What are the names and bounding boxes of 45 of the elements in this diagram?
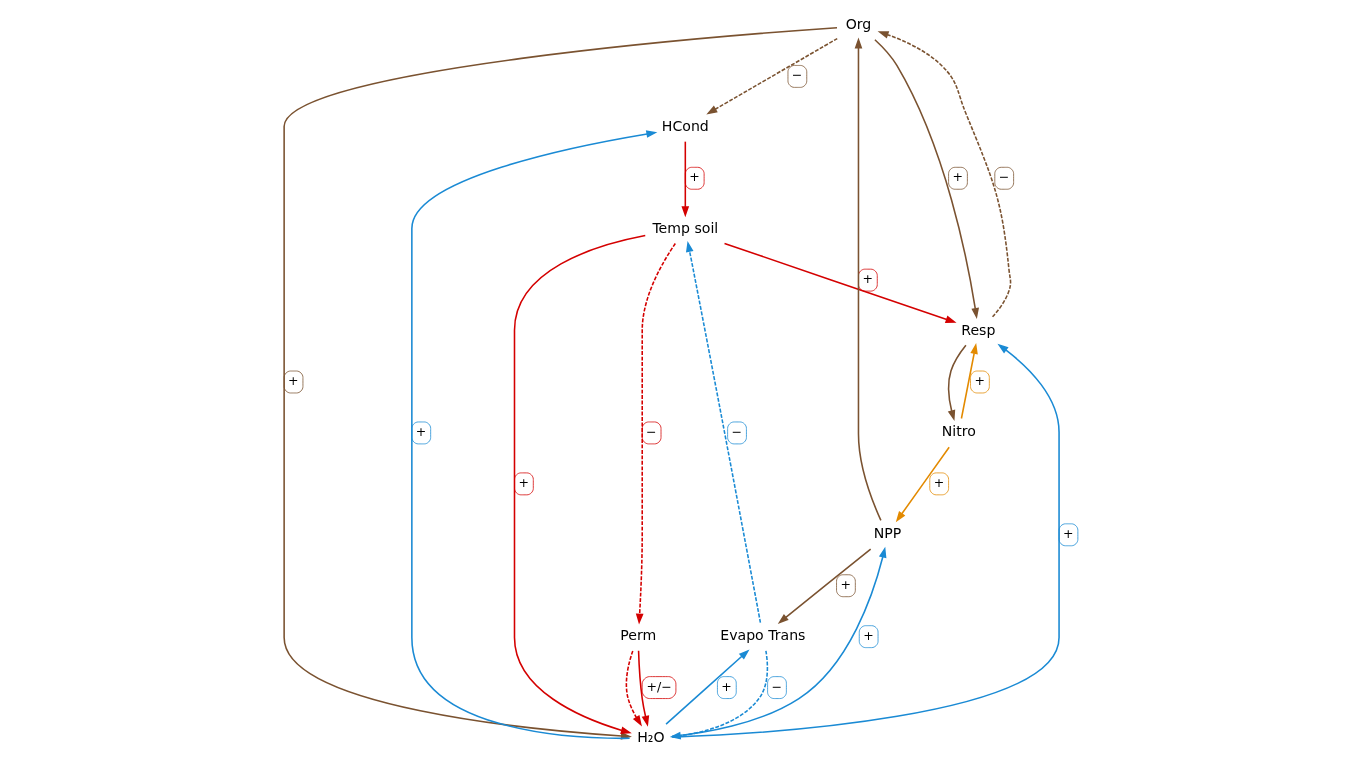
edge-label: + (287, 372, 299, 388)
node-text: Resp (960, 321, 995, 338)
edge-label: − (998, 169, 1009, 185)
node-text: Evapo Trans (719, 627, 805, 644)
arrow (680, 140, 689, 218)
node-text: HCond (661, 117, 709, 134)
edge-label: + (973, 372, 985, 388)
node-text: NPP (873, 525, 901, 542)
arrow (664, 649, 750, 725)
edge-label: + (861, 271, 873, 287)
edge-label: + (688, 169, 700, 185)
arrow (637, 650, 649, 727)
edge-label: + (839, 576, 851, 592)
edge-label: + (517, 474, 529, 490)
arrow (947, 344, 967, 422)
edge-label: − (731, 423, 742, 439)
arrow (960, 343, 978, 420)
node-text: H₂O (636, 728, 665, 745)
edge-label: − (771, 678, 782, 694)
arrow (777, 548, 871, 624)
edge-label: + (933, 474, 944, 490)
arrow (670, 343, 1060, 738)
arrow (723, 242, 957, 323)
edge-label: + (862, 627, 874, 643)
arrow (685, 241, 761, 624)
node-text: Perm (619, 627, 656, 644)
arrow (877, 31, 1011, 318)
arrow (873, 38, 979, 320)
arrow (513, 234, 646, 734)
node-text: Nitro (941, 423, 976, 440)
node-text: Org (845, 15, 871, 32)
edge-label: + (1062, 525, 1073, 541)
edge-label: + (952, 169, 963, 185)
arrow (635, 242, 676, 625)
edge-label: +/− (646, 678, 672, 694)
node-text: Temp soil (651, 219, 718, 236)
arrow (895, 446, 950, 523)
arrow (705, 37, 838, 115)
arrow (669, 650, 768, 740)
edge-label: + (720, 678, 732, 694)
edge-label: + (415, 423, 426, 439)
edge-label: − (791, 67, 802, 83)
arrow (625, 650, 642, 727)
arrow (670, 546, 886, 738)
edge-label: − (645, 423, 657, 439)
